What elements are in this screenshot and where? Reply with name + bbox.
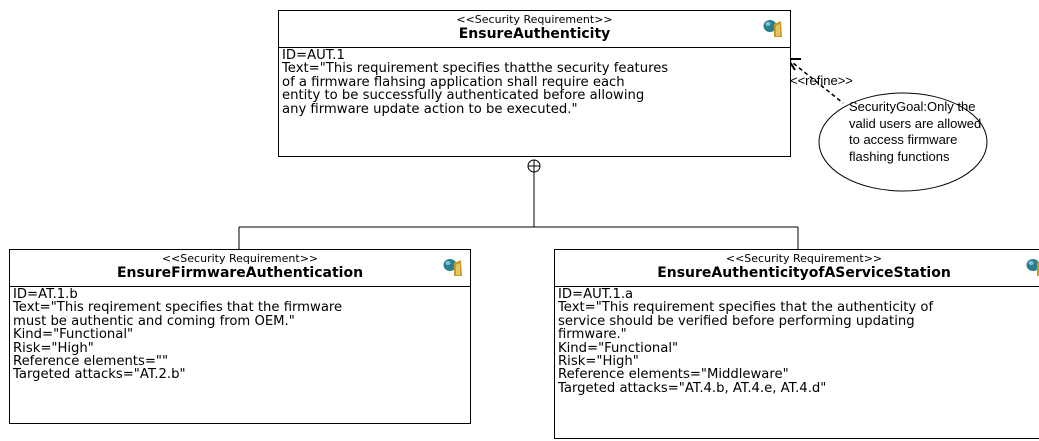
block-header: <<Security Requirement>> EnsureAuthentic… (279, 11, 790, 48)
security-goal-line: to access firmware (849, 132, 958, 147)
stereotype-label: <<Security Requirement>> (161, 252, 319, 265)
block-attributes: ID=AUT.1.a Text="This requirement specif… (555, 287, 1039, 396)
block-name: EnsureAuthenticity (458, 26, 611, 42)
security-goal-line: SecurityGoal:Only the (849, 99, 976, 114)
block-attributes: ID=AUT.1 Text="This requirement specifie… (279, 48, 790, 116)
requirement-icon (763, 20, 782, 37)
requirement-icon (443, 259, 462, 276)
stereotype-label: <<Security Requirement>> (456, 13, 613, 26)
attribute-line: Reference elements="Middleware" (558, 367, 789, 383)
attribute-line: firmware." (558, 327, 627, 343)
attribute-line: Kind="Functional" (558, 340, 679, 356)
attribute-line: service should be verified before perfor… (558, 313, 915, 329)
attribute-line: Kind="Functional" (13, 327, 134, 343)
attribute-line: Text="This requirement specifies thatthe… (282, 61, 669, 77)
block-header: <<Security Requirement>> EnsureFirmwareA… (10, 250, 470, 287)
block-attributes: ID=AT.1.b Text="This reqirement specifie… (10, 287, 470, 382)
attribute-line: any firmware update action to be execute… (282, 101, 578, 117)
security-goal-ellipse (818, 92, 988, 192)
attribute-line: Reference elements="" (13, 354, 169, 370)
attribute-line: of a firmware flahsing application shall… (282, 74, 625, 90)
attribute-line: Targeted attacks="AT.2.b" (13, 367, 186, 383)
attribute-line: ID=AUT.1.a (558, 287, 634, 302)
security-goal-text: SecurityGoal:Only the valid users are al… (849, 99, 981, 165)
left-requirement-block[interactable]: <<Security Requirement>> EnsureFirmwareA… (9, 249, 471, 424)
right-requirement-block[interactable]: <<Security Requirement>> EnsureAuthentic… (554, 249, 1039, 439)
top-requirement-block[interactable]: <<Security Requirement>> EnsureAuthentic… (278, 10, 791, 157)
containment-connector (238, 159, 799, 249)
attribute-line: ID=AT.1.b (13, 287, 78, 302)
attribute-line: entity to be successfully authenticated … (282, 88, 645, 104)
attribute-line: Risk="High" (558, 354, 639, 370)
attribute-line: must be authentic and coming from OEM." (13, 313, 295, 329)
stereotype-label: <<Security Requirement>> (725, 252, 883, 265)
requirement-icon (1026, 259, 1039, 276)
refine-label: <<refine>> (790, 73, 853, 88)
attribute-line: Risk="High" (13, 340, 94, 356)
attribute-line: ID=AUT.1 (282, 48, 345, 63)
security-goal-line: valid users are allowed (849, 115, 982, 131)
security-goal-line: flashing functions (849, 148, 950, 164)
block-name: EnsureFirmwareAuthentication (116, 265, 364, 281)
block-header: <<Security Requirement>> EnsureAuthentic… (555, 250, 1039, 287)
attribute-line: Text="This requirement specifies that th… (558, 300, 934, 316)
block-name: EnsureAuthenticityofAServiceStation (657, 265, 951, 281)
attribute-line: Targeted attacks="AT.4.b, AT.4.e, AT.4.d… (558, 380, 827, 396)
attribute-line: Text="This reqirement specifies that the… (13, 300, 343, 316)
